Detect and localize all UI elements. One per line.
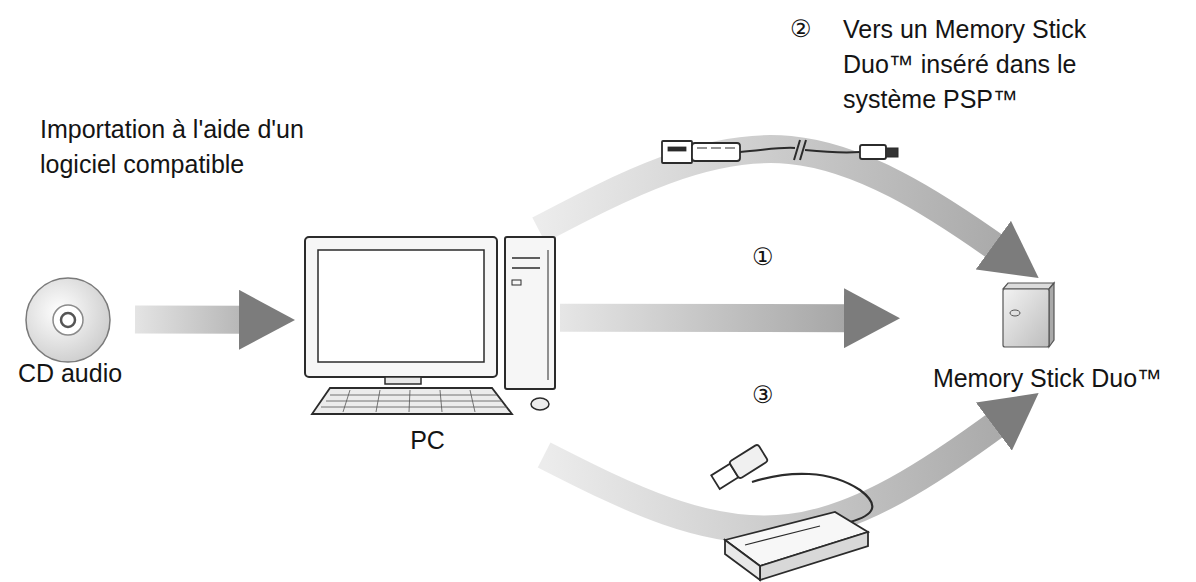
note-text: Importation à l'aide d'un logiciel compa… <box>40 112 360 182</box>
callout-number: ③ <box>752 380 792 410</box>
cd-disc-icon <box>26 278 110 362</box>
arrow-path <box>539 149 1039 278</box>
arrow-path <box>135 306 295 334</box>
card-reader-icon <box>710 444 872 580</box>
pc-icon <box>305 237 555 414</box>
node-label: Memory Stick Duo™ <box>933 363 1162 393</box>
memory-stick-icon <box>1003 283 1054 347</box>
transfer-arrow <box>539 149 1039 278</box>
callout-number: ① <box>752 242 792 272</box>
node-label: PC <box>410 425 445 455</box>
transfer-arrow <box>544 393 1039 530</box>
note-text: Vers un Memory Stick Duo™ inséré dans le… <box>843 12 1133 117</box>
callout-number: ② <box>790 14 830 44</box>
transfer-arrow <box>135 319 295 320</box>
arrow-path <box>544 393 1039 530</box>
usb-cable-icon <box>662 140 898 163</box>
arrow-path <box>560 304 900 333</box>
transfer-arrow <box>560 317 900 319</box>
